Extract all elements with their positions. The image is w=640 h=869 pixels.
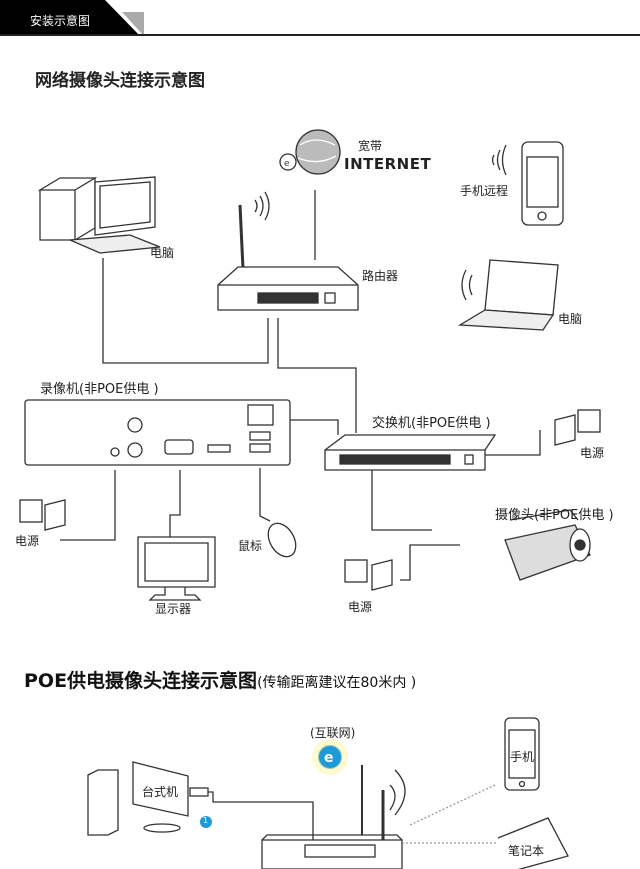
- power-adapter-left-icon: [19, 499, 66, 531]
- cable-nvr-mouse: [259, 468, 271, 522]
- power-adapter-right-icon: [554, 409, 601, 446]
- monitor-icon: [137, 536, 216, 601]
- desktop-pc-icon: [37, 176, 161, 254]
- step-badge-number: 1: [203, 816, 209, 825]
- label-switch: 交换机(非POE供电 ): [372, 416, 491, 431]
- label-power-left: 电源: [15, 534, 40, 548]
- label-phone-2: 手机: [510, 750, 535, 764]
- label-power-bottom: 电源: [348, 600, 373, 614]
- camera-icon: [504, 509, 591, 581]
- label-camera: 摄像头(非POE供电 ): [495, 508, 614, 523]
- label-power-right: 电源: [580, 446, 605, 460]
- cable-router-switch: [277, 318, 357, 433]
- power-adapter-bottom-icon: [344, 559, 393, 591]
- wireless-link-phone: [409, 784, 496, 826]
- header-rule: [0, 34, 640, 36]
- cable-power-nvr: [60, 470, 116, 541]
- laptop-2-icon: [497, 817, 569, 869]
- cable-switch-power: [480, 430, 541, 456]
- section2-title: POE供电摄像头连接示意图(传输距离建议在80米内 ): [24, 666, 416, 693]
- phone-2-icon: [504, 717, 540, 791]
- header-tab-label: 安装示意图: [30, 14, 91, 28]
- svg-text:e: e: [324, 750, 334, 766]
- label-internet: INTERNET: [344, 155, 432, 173]
- nvr-recorder-icon: [24, 399, 291, 466]
- tower-pc-icon: [87, 769, 119, 836]
- svg-text:e: e: [284, 159, 290, 169]
- label-mouse: 鼠标: [238, 539, 263, 553]
- phone-icon: [491, 141, 564, 226]
- label-broadband: 宽带: [358, 139, 383, 153]
- section2-title-text: POE供电摄像头连接示意图: [24, 670, 258, 692]
- mouse-icon: [267, 522, 297, 558]
- rj45-plug-icon: [189, 787, 209, 797]
- desktop-monitor-icon: [132, 761, 189, 833]
- label-phone-remote: 手机远程: [460, 184, 509, 198]
- cable-desktop-router: [208, 791, 314, 842]
- router-bottom-icon: [261, 769, 406, 869]
- section1-title: 网络摄像头连接示意图: [35, 71, 205, 91]
- label-laptop-2: 笔记本: [508, 844, 545, 858]
- laptop-icon: [457, 259, 559, 331]
- label-nvr: 录像机(非POE供电 ): [40, 382, 159, 397]
- label-pc: 电脑: [150, 246, 175, 260]
- cable-pc-router: [102, 258, 269, 364]
- section2-subtitle: (传输距离建议在80米内 ): [257, 675, 417, 691]
- internet-globe-icon: e: [279, 129, 341, 175]
- network-switch-icon: [324, 434, 497, 471]
- ie-internet-icon: e: [312, 739, 348, 775]
- label-internet-2: (互联网): [310, 726, 356, 740]
- cable-nvr-switch: [288, 419, 339, 435]
- cable-camera-power: [400, 544, 460, 581]
- cable-switch-camera: [371, 470, 432, 531]
- label-laptop: 电脑: [558, 312, 583, 326]
- label-desktop: 台式机: [142, 785, 179, 799]
- step-badge: [200, 816, 212, 828]
- label-monitor: 显示器: [155, 602, 192, 616]
- cable-nvr-monitor: [169, 470, 181, 537]
- label-router: 路由器: [362, 269, 399, 283]
- router-icon: [217, 191, 359, 311]
